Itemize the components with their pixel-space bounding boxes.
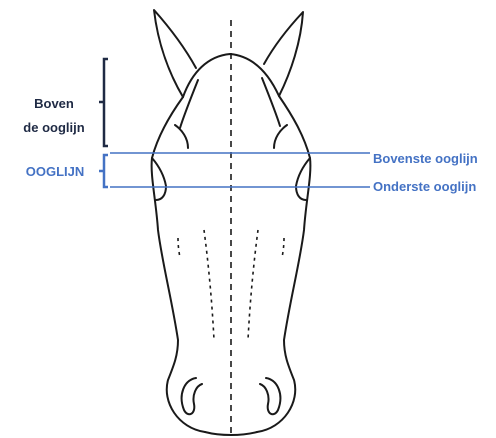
- left-cheek-outline: [152, 97, 205, 432]
- upper-eye-line-label: Bovenste ooglijn: [373, 151, 478, 166]
- lower-eye-line-label: Onderste ooglijn: [373, 179, 476, 194]
- right-nose-dotted-line: [248, 230, 258, 340]
- left-nostril: [182, 378, 202, 414]
- right-ear: [264, 12, 303, 96]
- above-eyeline-bracket: [99, 59, 108, 146]
- right-nostril: [260, 378, 280, 414]
- right-eye-brow: [274, 125, 287, 148]
- eyeline-bracket: [99, 155, 108, 187]
- right-cheek-outline: [257, 96, 310, 432]
- left-cheek-dotted-line: [178, 238, 180, 258]
- eyeline-label: OOGLIJN: [26, 164, 85, 179]
- right-cheek-dotted-line: [282, 238, 284, 258]
- left-face-contour: [180, 80, 198, 128]
- left-eye-brow: [175, 125, 188, 148]
- right-face-contour: [262, 78, 280, 126]
- above-eyeline-label-line2: de ooglijn: [23, 120, 84, 135]
- above-eyeline-label-line1: Boven: [34, 96, 74, 111]
- left-nose-dotted-line: [204, 230, 214, 340]
